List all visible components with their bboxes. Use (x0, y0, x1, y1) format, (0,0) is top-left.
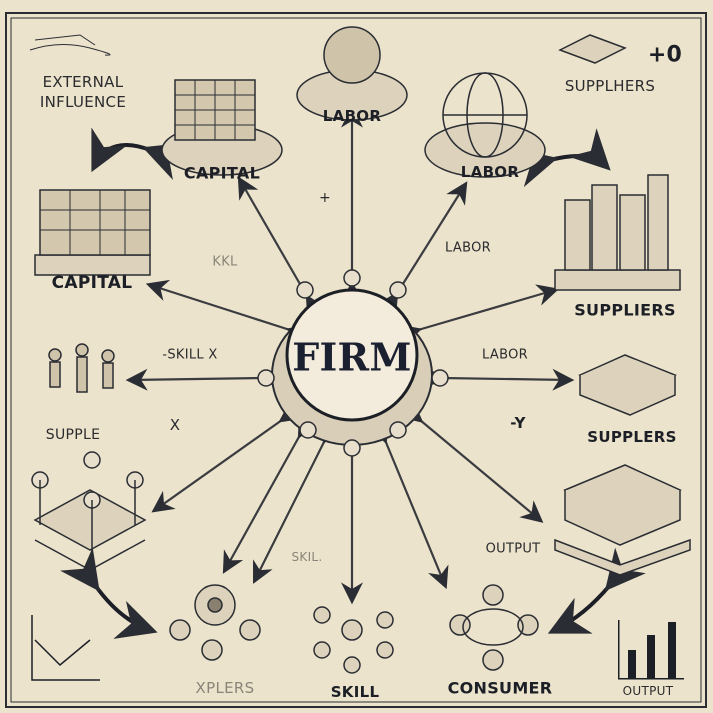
label-labor-mid: LABOR (445, 240, 491, 256)
firm-node (257, 269, 449, 457)
consumer-network-icon (449, 584, 539, 671)
label-influence: INFLUENCE (39, 93, 127, 111)
label-minus-y: -Y (510, 414, 526, 432)
label-plus: + (318, 190, 332, 206)
firm-label: FIRM (292, 334, 412, 380)
globe-icon (424, 72, 546, 178)
label-output-bottom: OUTPUT (622, 684, 674, 698)
curved-arrows (60, 127, 646, 639)
capital-left-building-icon (34, 189, 151, 276)
arrow-to-people (125, 366, 280, 391)
network-structure-icon (31, 451, 147, 571)
label-xplers: XPLERS (195, 679, 255, 697)
arrow-to-consumer (368, 419, 449, 590)
spoke-arrows (125, 105, 575, 605)
label-capital-left: CAPITAL (51, 273, 133, 293)
label-external: EXTERNAL (42, 73, 124, 91)
arrow-to-capital (237, 176, 327, 319)
label-suppliers-top: SUPPLHERS (564, 77, 656, 95)
label-plus-zero: +0 (647, 42, 683, 68)
suppliers-buildings-icon (554, 174, 681, 291)
label-capital-top: CAPITAL (183, 163, 261, 183)
arrow-to-gears (222, 414, 319, 574)
map-sketch-icon (29, 34, 111, 56)
capital-building-icon (161, 79, 283, 176)
arrow-to-labor-globe (377, 181, 468, 316)
label-suppliers-right: SUPPLIERS (574, 300, 676, 320)
label-kkl: KKL (212, 254, 238, 270)
arrow-to-gears-2 (253, 419, 343, 584)
suppliers-box-icon (578, 354, 677, 416)
label-supple: SUPPLE (45, 427, 101, 443)
outer-frame (5, 12, 707, 708)
gears-icon (169, 584, 261, 661)
skill-network-icon (313, 606, 394, 674)
line-chart-icon (31, 615, 100, 681)
arrow-to-suppliers-box (424, 366, 575, 391)
arrow-to-output-box (399, 400, 544, 523)
labor-top-icon (296, 26, 408, 121)
label-output-mid: OUTPUT (485, 541, 541, 557)
label-labor-top: LABOR (322, 107, 382, 125)
label-skill-bottom: SKILL (330, 683, 380, 701)
document-stack-icon (558, 34, 627, 64)
label-consumer: CONSUMER (447, 678, 553, 698)
label-x: X (169, 416, 181, 434)
label-labor-right: LABOR (482, 347, 528, 363)
stacked-boxes-icon (554, 464, 691, 576)
arrow-to-suppliers (398, 284, 560, 346)
arrow-to-capital-left (145, 279, 311, 346)
label-skill-x: -SKILL X (162, 347, 218, 363)
label-labor-globe: LABOR (460, 163, 520, 181)
label-skil-mid: SKIL. (291, 550, 323, 564)
people-icon (48, 343, 115, 393)
bar-chart-icon (618, 620, 684, 680)
label-suppliers-low: SUPPLERS (587, 428, 677, 446)
inner-frame (10, 17, 702, 703)
